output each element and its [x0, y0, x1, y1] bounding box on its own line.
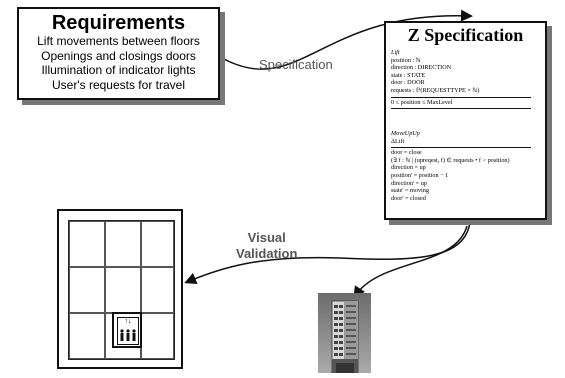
moveupup-schema: MoveUpUp ΔLift door = close (∃ f : ℕ | (…	[391, 130, 531, 202]
requirement-line: Openings and closings doors	[41, 48, 196, 63]
specification-arrow	[221, 9, 473, 70]
schema-predicate: (∃ f : ℕ | (upreqest, f) ∈ requests • f …	[391, 156, 510, 164]
grid-cell	[141, 221, 174, 267]
requirements-title: Requirements	[51, 12, 186, 34]
visual-validation-line: Visual	[247, 230, 286, 245]
schema-divider	[391, 147, 531, 149]
passengers-icon	[120, 329, 136, 341]
grid-cell	[69, 267, 105, 313]
schema-predicate: 0 ≤ position ≤ MaxLevel	[391, 98, 453, 106]
schema-predicate: direction = up	[391, 164, 426, 172]
z-specification-title: Z Specification	[407, 25, 524, 45]
schema-predicate: position' = position − 1	[391, 171, 449, 179]
building-arrow	[353, 225, 468, 299]
schema-decl: door : DOOR	[391, 79, 425, 87]
grid-cell	[141, 313, 174, 359]
z-specification-box: Z Specification Lift position : ℕ direct…	[384, 21, 547, 220]
specification-label: Specification	[259, 57, 333, 72]
schema-decl: requests : ℙ(REQUESTTYPE × ℕ)	[391, 86, 480, 94]
grid-cell	[69, 313, 105, 359]
visual-validation-label: Visual Validation	[236, 230, 297, 262]
elevator-visualization: ↑↓	[57, 209, 183, 369]
schema-bottom-line	[391, 108, 531, 110]
requirement-line: Lift movements between floors	[37, 34, 200, 48]
grid-cell	[141, 267, 174, 313]
schema-name: Lift	[391, 49, 400, 56]
direction-indicator-icon: ↑↓	[124, 318, 132, 325]
lift-schema: Lift position : ℕ direction : DIRECTION …	[391, 49, 531, 110]
schema-decl: position : ℕ	[391, 56, 421, 64]
visual-validation-arrow	[184, 221, 471, 285]
requirements-box: Requirements Lift movements between floo…	[17, 7, 220, 100]
schema-predicate: state' = moving	[391, 187, 429, 195]
grid-cell	[69, 221, 105, 267]
schema-divider	[391, 96, 531, 98]
schema-decl: ΔLift	[391, 137, 405, 145]
grid-cell	[105, 221, 141, 267]
schema-predicate: direction' = up	[391, 179, 427, 187]
elevator-car: ↑↓	[112, 312, 142, 348]
schema-decl: state : STATE	[391, 71, 426, 79]
schema-predicate: door = close	[391, 149, 422, 157]
grid-cell	[105, 267, 141, 313]
building-icon	[318, 293, 371, 373]
schema-predicate: door' = closed	[391, 194, 426, 202]
requirement-line: User's requests for travel	[51, 77, 185, 92]
elevator-door: ↑↓	[117, 317, 139, 345]
schema-decl: direction : DIRECTION	[391, 64, 452, 72]
requirement-line: Illumination of indicator lights	[41, 63, 196, 77]
visual-validation-line: Validation	[236, 246, 298, 261]
schema-name: MoveUpUp	[391, 130, 420, 137]
